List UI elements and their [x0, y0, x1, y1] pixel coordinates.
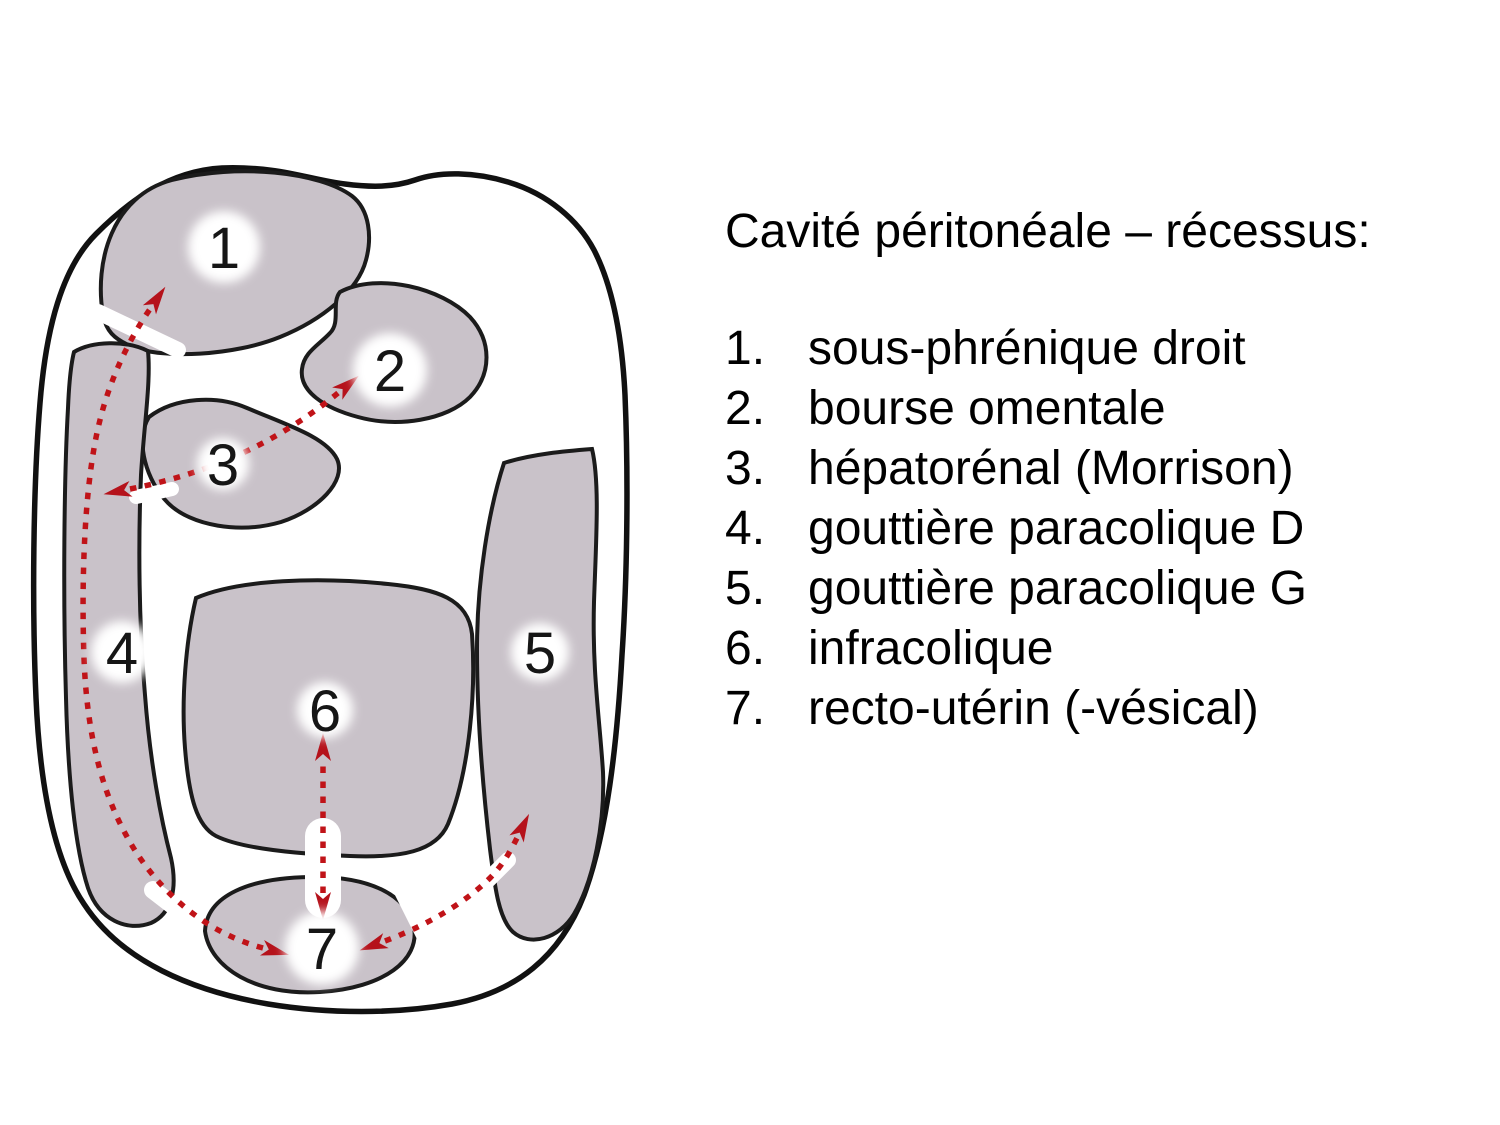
- list-item: 6. infracolique: [725, 619, 1371, 679]
- label-circle-1: [188, 211, 260, 283]
- list-item-number: 7.: [725, 682, 766, 735]
- label-circle-2: [353, 333, 427, 407]
- diagram-svg: 1 2 3 4 5 6 7: [30, 165, 630, 1015]
- region-label-1: 1: [208, 216, 240, 281]
- list-item: 2. bourse omentale: [725, 379, 1371, 439]
- region-label-2: 2: [374, 339, 406, 404]
- region-label-4: 4: [106, 621, 138, 686]
- list-item: 1. sous-phrénique droit: [725, 319, 1371, 379]
- region-label-6: 6: [309, 679, 341, 744]
- list-item-label: recto-utérin (-vésical): [808, 682, 1259, 735]
- list-item-label: sous-phrénique droit: [808, 322, 1246, 375]
- list-item-label: gouttière paracolique G: [808, 562, 1307, 615]
- list-item: 7. recto-utérin (-vésical): [725, 679, 1371, 739]
- list-item-number: 5.: [725, 562, 766, 615]
- list-item-number: 6.: [725, 622, 766, 675]
- list-item-label: gouttière paracolique D: [808, 502, 1305, 555]
- list-item-label: infracolique: [808, 622, 1054, 675]
- list-item: 5. gouttière paracolique G: [725, 559, 1371, 619]
- recess-list: 1. sous-phrénique droit 2. bourse omenta…: [725, 319, 1371, 739]
- list-item: 3. hépatorénal (Morrison): [725, 439, 1371, 499]
- list-item-label: hépatorénal (Morrison): [808, 442, 1294, 495]
- peritoneal-cavity-diagram: 1 2 3 4 5 6 7: [0, 0, 660, 1125]
- list-item-number: 3.: [725, 442, 766, 495]
- list-item: 4. gouttière paracolique D: [725, 499, 1371, 559]
- label-circle-6: [297, 682, 353, 738]
- region-label-5: 5: [524, 621, 556, 686]
- label-circle-7: [285, 911, 359, 985]
- label-circle-5: [511, 623, 569, 681]
- region-label-7: 7: [306, 917, 338, 982]
- legend: Cavité péritonéale – récessus: 1. sous-p…: [725, 200, 1371, 739]
- flow-arrow-7-to-5: [359, 813, 530, 951]
- gap-3-left: [129, 482, 179, 504]
- label-circle-4: [91, 621, 153, 683]
- list-item-number: 2.: [725, 382, 766, 435]
- page-title: Cavité péritonéale – récessus:: [725, 205, 1371, 258]
- label-circle-3: [197, 438, 249, 490]
- region-label-3: 3: [207, 433, 239, 498]
- list-item-label: bourse omentale: [808, 382, 1166, 435]
- flow-arrow-4-to-2: [103, 375, 359, 497]
- list-item-number: 1.: [725, 322, 766, 375]
- list-item-number: 4.: [725, 502, 766, 555]
